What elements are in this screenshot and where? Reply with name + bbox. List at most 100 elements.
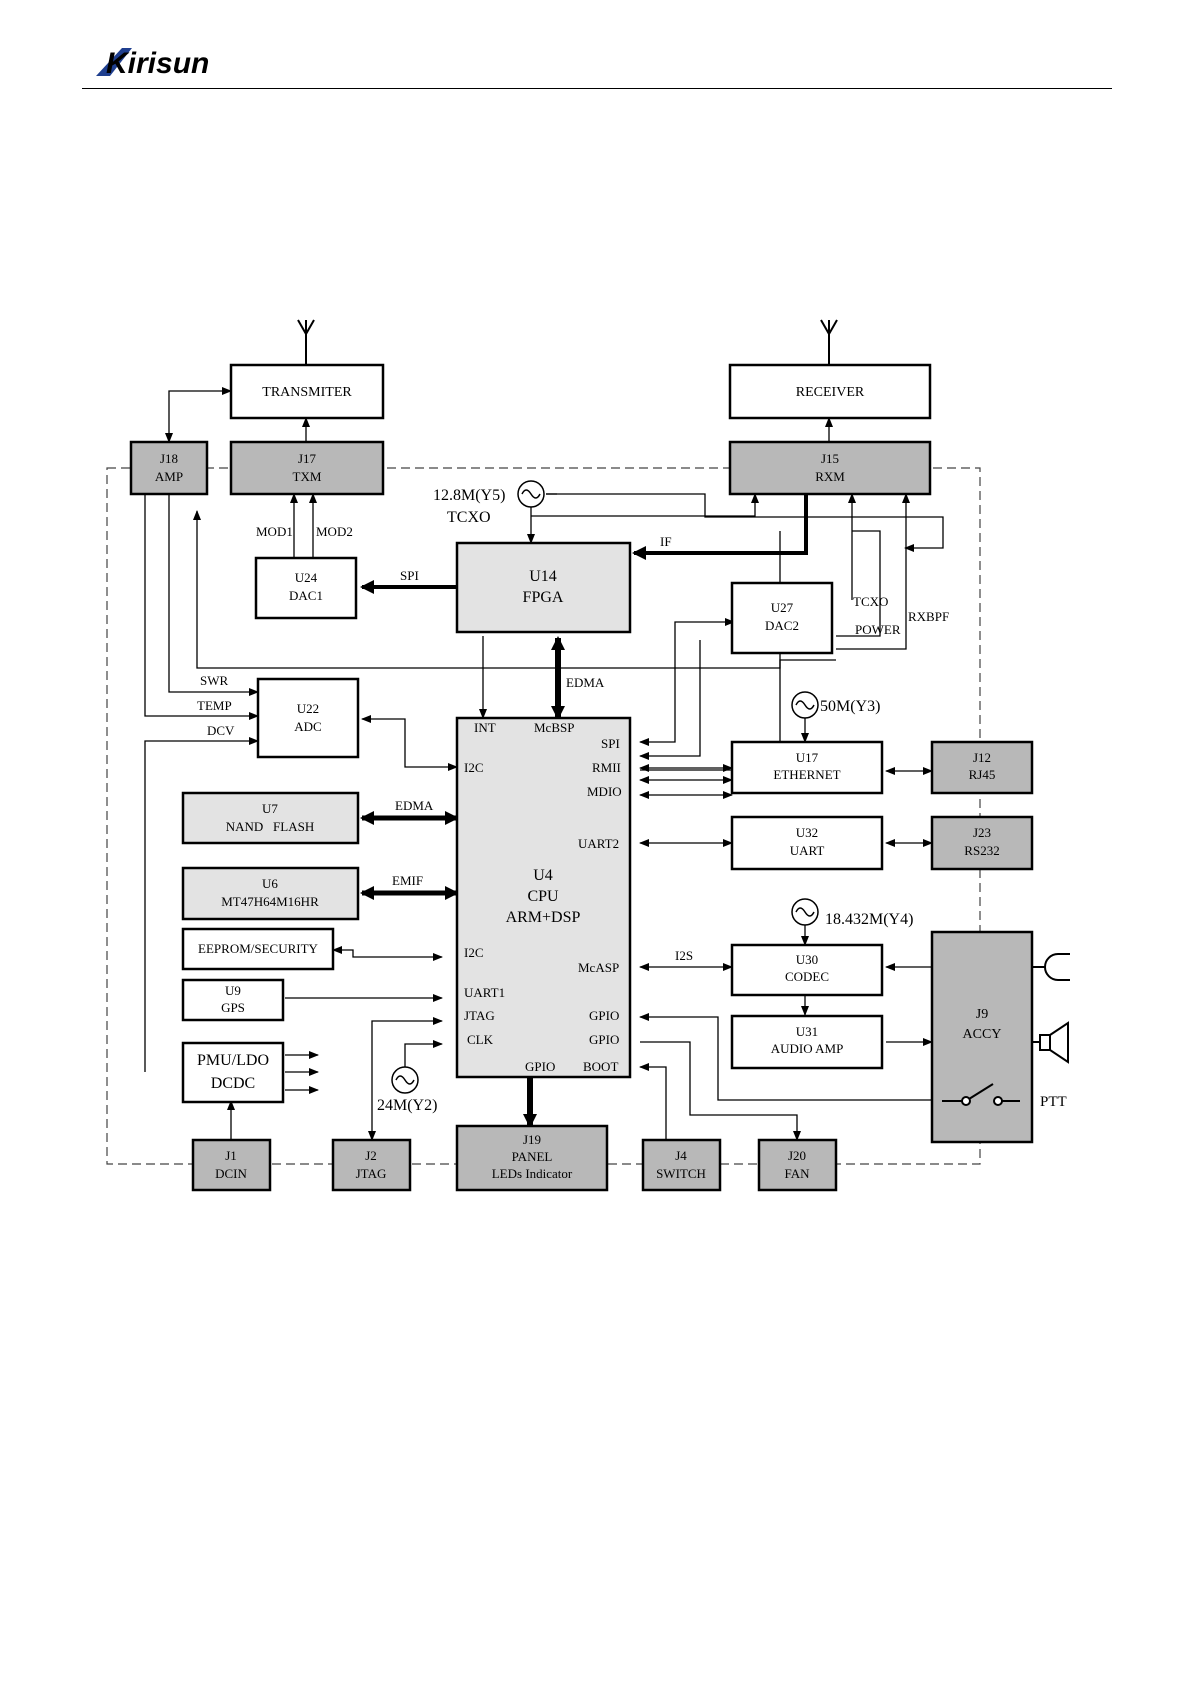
cpu-spi-link <box>639 640 701 760</box>
switch-boot-line <box>639 1063 667 1140</box>
pin-uart2: UART2 <box>578 836 619 851</box>
jtag-line <box>368 1017 443 1141</box>
pin-i2c-top: I2C <box>464 760 484 775</box>
eeprom-i2c-line <box>332 946 443 961</box>
box-j9: J9 ACCY <box>930 930 1034 1144</box>
tcxo-rxm-line <box>531 493 759 517</box>
label-i2s: I2S <box>675 948 693 963</box>
box-u24: U24 DAC1 <box>254 556 358 620</box>
temp-line <box>144 494 259 720</box>
u22-name: ADC <box>294 719 321 734</box>
box-u22: U22 ADC <box>256 677 360 759</box>
y5-label: 12.8M(Y5) <box>433 487 505 504</box>
box-u31: U31 AUDIO AMP <box>730 1014 884 1070</box>
j19-desc: LEDs Indicator <box>492 1166 573 1181</box>
u6-ref: U6 <box>262 876 278 891</box>
box-u7: U7 NAND FLASH <box>181 791 360 845</box>
u27-name: DAC2 <box>765 618 799 633</box>
u14-ref: U14 <box>529 568 557 585</box>
ptt-switch-icon <box>942 1083 1020 1106</box>
j1-ref: J1 <box>225 1148 237 1163</box>
box-u9: U9 GPS <box>181 978 285 1022</box>
j17-name: TXM <box>293 469 322 484</box>
label-mod1: MOD1 <box>256 524 293 539</box>
receiver-label: RECEIVER <box>796 385 865 400</box>
u24-ref: U24 <box>295 570 318 585</box>
j4-ref: J4 <box>675 1148 687 1163</box>
j12-ref: J12 <box>973 750 991 765</box>
label-dcv: DCV <box>207 723 235 738</box>
oscillator-y2: 24M(Y2) <box>377 1066 437 1114</box>
j9-name: ACCY <box>963 1027 1002 1042</box>
box-pmu: PMU/LDO DCDC <box>181 1041 285 1104</box>
box-eeprom: EEPROM/SECURITY <box>181 927 335 971</box>
u27-ref: U27 <box>771 600 794 615</box>
box-j17: J17 TXM <box>229 440 385 496</box>
u31-name: AUDIO AMP <box>771 1041 844 1056</box>
box-u27: U27 DAC2 <box>730 581 834 655</box>
box-u4: U4 CPU ARM+DSP <box>455 716 632 1079</box>
label-edma-top: EDMA <box>566 675 605 690</box>
j18-name: AMP <box>155 469 183 484</box>
j15-ref: J15 <box>821 451 839 466</box>
eeprom-name: EEPROM/SECURITY <box>198 941 319 956</box>
header-rule <box>82 88 1112 89</box>
u7-name: NAND FLASH <box>226 819 314 834</box>
box-j23: J23 RS232 <box>930 815 1034 871</box>
j1-name: DCIN <box>215 1166 247 1181</box>
u4-ref: U4 <box>533 867 553 884</box>
j23-ref: J23 <box>973 825 991 840</box>
y5-rxm-line <box>546 493 944 552</box>
pmu-name: PMU/LDO <box>197 1052 269 1069</box>
box-j4: J4 SWITCH <box>641 1138 722 1192</box>
pin-clk: CLK <box>467 1032 494 1047</box>
j2-name: JTAG <box>356 1166 387 1181</box>
gpio-fan-line <box>640 1041 801 1141</box>
u7-ref: U7 <box>262 801 278 816</box>
u17-name: ETHERNET <box>773 767 840 782</box>
label-mod2: MOD2 <box>316 524 353 539</box>
rxbpf-line <box>836 493 910 650</box>
u22-ref: U22 <box>297 701 319 716</box>
label-emif: EMIF <box>392 873 423 888</box>
j2-ref: J2 <box>365 1148 377 1163</box>
pin-spi: SPI <box>601 736 620 751</box>
j23-name: RS232 <box>964 843 999 858</box>
tx-antenna-icon <box>297 319 315 365</box>
page-header: Kirisun <box>0 0 1191 100</box>
label-spi: SPI <box>400 568 419 583</box>
pin-boot: BOOT <box>583 1059 618 1074</box>
u4-core: ARM+DSP <box>506 909 581 926</box>
if-line <box>632 494 808 560</box>
j17-ref: J17 <box>298 451 317 466</box>
label-if: IF <box>660 534 672 549</box>
box-j18: J18 AMP <box>129 440 209 496</box>
box-transmitter: TRANSMITER <box>229 363 385 420</box>
pin-mcbsp: McBSP <box>534 720 574 735</box>
label-edma-flash: EDMA <box>395 798 434 813</box>
u24-name: DAC1 <box>289 588 323 603</box>
y2-clk-line <box>404 1040 443 1067</box>
power-line <box>836 530 881 637</box>
oscillator-y5: 12.8M(Y5) TCXO <box>433 480 545 526</box>
u6-name: MT47H64M16HR <box>221 894 319 909</box>
j19-ref: J19 <box>523 1132 541 1147</box>
kirisun-logo: Kirisun <box>96 47 209 80</box>
u9-ref: U9 <box>225 983 241 998</box>
j18-tx-link <box>165 387 232 443</box>
j20-ref: J20 <box>788 1148 806 1163</box>
box-j19: J19 PANEL LEDs Indicator <box>455 1124 609 1192</box>
pmu-sub: DCDC <box>211 1075 255 1092</box>
label-ptt: PTT <box>1040 1094 1067 1110</box>
cpu-dac2-link <box>639 618 735 746</box>
box-u30: U30 CODEC <box>730 943 884 997</box>
u30-ref: U30 <box>796 952 818 967</box>
box-j12: J12 RJ45 <box>930 740 1034 795</box>
swr-line <box>168 494 259 696</box>
box-j15: J15 RXM <box>728 440 932 496</box>
j12-name: RJ45 <box>969 767 996 782</box>
y2-label: 24M(Y2) <box>377 1097 437 1114</box>
box-u32: U32 UART <box>730 815 884 871</box>
box-j2: J2 JTAG <box>331 1138 412 1192</box>
